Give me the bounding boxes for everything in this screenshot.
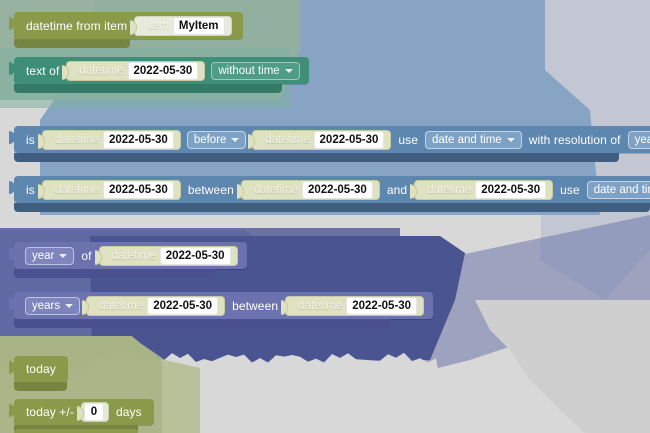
chevron-down-icon	[506, 137, 515, 142]
dropdown-date-part[interactable]: year	[25, 246, 75, 265]
block-today[interactable]: today	[9, 356, 68, 382]
dropdown-unit[interactable]: years	[25, 296, 81, 315]
inline-value-datetime-3[interactable]: datetime 2022-05-30	[410, 179, 554, 200]
dropdown-label: date and time	[432, 133, 502, 146]
dropdown-comparison[interactable]: before	[186, 130, 247, 149]
inline-value-datetime[interactable]: datetime 2022-05-30	[37, 129, 181, 150]
block-text-of-datetime[interactable]: text of datetime 2022-05-30 without time	[9, 57, 309, 84]
inline-label-datetime: datetime	[99, 299, 144, 312]
inline-label-datetime: datetime	[265, 133, 310, 146]
field-date-value[interactable]: 2022-05-30	[302, 180, 373, 199]
inline-label-datetime: datetime	[54, 133, 99, 146]
puzzle-notch-icon	[9, 361, 15, 374]
inline-value-datetime[interactable]: datetime 2022-05-30	[94, 245, 238, 266]
block-shadow-bar	[14, 153, 619, 162]
block-label: today +/-	[26, 405, 74, 419]
block-label-and: and	[386, 182, 408, 197]
dropdown-label: year	[32, 249, 55, 262]
block-label: text of	[26, 63, 60, 78]
block-label-use: use	[560, 182, 580, 197]
puzzle-notch-icon	[9, 247, 15, 260]
field-date-value[interactable]: 2022-05-30	[475, 180, 547, 199]
block-years-between[interactable]: years datetime 2022-05-30 between dateti…	[9, 292, 434, 319]
inline-value-datetime[interactable]: datetime 2022-05-30	[82, 295, 226, 316]
puzzle-notch-icon	[9, 181, 15, 194]
inline-label-datetime: datetime	[111, 249, 156, 262]
inline-label-datetime: datetime	[54, 183, 99, 196]
inline-label-datetime: datetime	[427, 183, 472, 196]
chevron-down-icon	[65, 303, 74, 308]
field-date-value[interactable]: 2022-05-30	[159, 246, 231, 265]
dropdown-label: years	[634, 133, 650, 146]
dropdown-label: without time	[218, 64, 280, 77]
block-label-use: use	[398, 132, 419, 147]
block-label-resolution: with resolution of	[528, 132, 621, 147]
field-days-number[interactable]: 0	[83, 403, 104, 421]
puzzle-notch-icon	[9, 297, 15, 310]
inline-label-datetime: datetime	[79, 64, 124, 77]
block-is-datetime-before[interactable]: is datetime 2022-05-30 before datetime 2…	[9, 126, 650, 153]
field-date-value[interactable]: 2022-05-30	[147, 296, 219, 315]
dropdown-label: years	[32, 299, 61, 312]
inline-value-item[interactable]: item MyItem	[130, 15, 232, 36]
dropdown-date-and-time[interactable]: date and time	[425, 130, 522, 149]
block-datetime-from-item[interactable]: datetime from item item MyItem	[9, 12, 243, 39]
field-item-name[interactable]: MyItem	[172, 16, 225, 35]
field-date-value[interactable]: 2022-05-30	[313, 130, 385, 149]
block-shadow-bar	[14, 84, 282, 93]
inline-value-days[interactable]: 0	[76, 402, 109, 422]
block-shadow-bar	[14, 382, 67, 391]
chevron-down-icon	[284, 68, 293, 73]
inline-value-datetime-2[interactable]: datetime 2022-05-30	[236, 179, 380, 200]
inline-label-item: item	[147, 19, 169, 32]
inline-value-datetime-2[interactable]: datetime 2022-05-30	[248, 129, 392, 150]
field-date-value[interactable]: 2022-05-30	[127, 61, 199, 80]
block-label-between: between	[232, 298, 279, 313]
inline-value-datetime[interactable]: datetime 2022-05-30	[37, 179, 181, 200]
puzzle-notch-icon	[9, 404, 15, 417]
puzzle-notch-icon	[9, 62, 15, 75]
chevron-down-icon	[231, 137, 240, 142]
background-shape-grey-steps	[455, 300, 650, 433]
puzzle-notch-icon	[9, 131, 15, 144]
block-shadow-bar	[14, 319, 391, 328]
inline-label-datetime: datetime	[298, 299, 343, 312]
block-shadow-bar	[14, 39, 130, 48]
block-today-plus-minus-days[interactable]: today +/- 0 days	[9, 399, 154, 425]
inline-value-datetime[interactable]: datetime 2022-05-30	[62, 60, 206, 81]
dropdown-label: date and time	[593, 183, 650, 196]
dropdown-resolution[interactable]: years	[627, 130, 650, 149]
block-label-of: of	[81, 248, 92, 263]
puzzle-notch-icon	[9, 17, 15, 30]
dropdown-label: before	[193, 133, 227, 146]
field-date-value[interactable]: 2022-05-30	[346, 296, 418, 315]
chevron-down-icon	[59, 253, 68, 258]
dropdown-time-format[interactable]: without time	[211, 61, 300, 80]
inline-label-datetime: datetime	[253, 183, 298, 196]
block-label: today	[26, 362, 56, 376]
block-label: is	[26, 132, 35, 147]
dropdown-date-and-time[interactable]: date and time	[586, 180, 650, 199]
block-shadow-bar	[14, 203, 650, 212]
block-label: is	[26, 182, 35, 197]
block-year-of-datetime[interactable]: year of datetime 2022-05-30	[9, 242, 247, 269]
block-partially-visible[interactable]	[14, 429, 138, 433]
field-date-value[interactable]: 2022-05-30	[102, 180, 174, 199]
inline-value-datetime-2[interactable]: datetime 2022-05-30	[281, 295, 425, 316]
block-is-datetime-between[interactable]: is datetime 2022-05-30 between datetime …	[9, 176, 650, 203]
block-shadow-bar	[14, 269, 216, 278]
block-label: datetime from item	[26, 18, 128, 33]
block-label-between: between	[187, 182, 234, 197]
block-label-days: days	[115, 405, 142, 419]
field-date-value[interactable]: 2022-05-30	[102, 130, 174, 149]
